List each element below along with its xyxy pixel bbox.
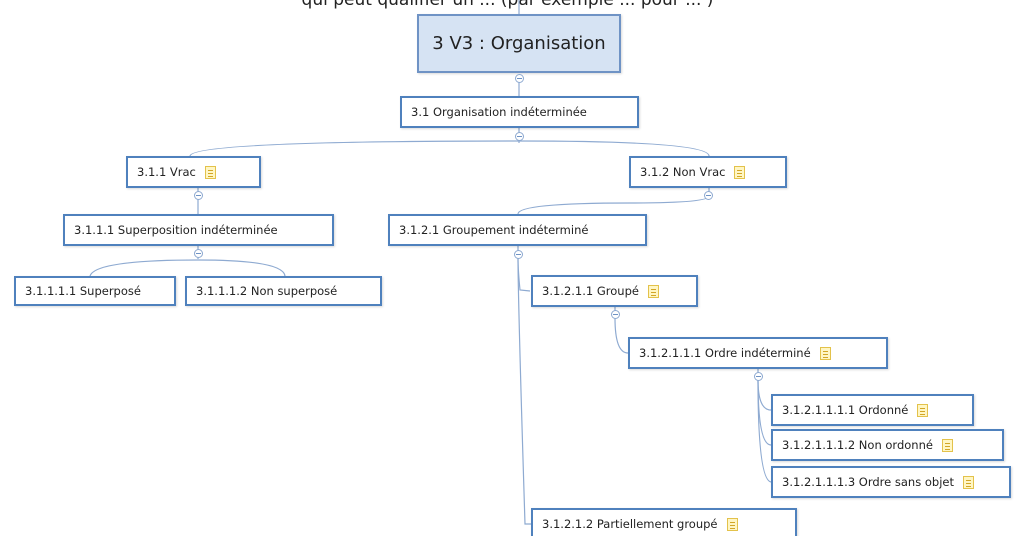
collapse-toggle-icon[interactable] <box>515 132 524 141</box>
node-label: 3.1 Organisation indéterminée <box>411 105 587 119</box>
connector <box>89 259 286 277</box>
node-label: 3.1.2.1.2 Partiellement groupé <box>542 517 718 531</box>
node-label: 3.1.2.1.1.1.1 Ordonné <box>782 403 909 417</box>
node-label: 3.1.2 Non Vrac <box>640 165 726 179</box>
node-3-1-2[interactable]: 3.1.2 Non Vrac <box>629 156 787 188</box>
collapse-toggle-icon[interactable] <box>194 249 203 258</box>
collapse-toggle-icon[interactable] <box>194 191 203 200</box>
header-cut-text: qui peut qualifier un ... (par exemple .… <box>301 0 714 10</box>
node-label: 3.1.1 Vrac <box>137 165 196 179</box>
connector <box>517 257 531 292</box>
node-label: 3.1.2.1.1.1.2 Non ordonné <box>782 438 933 452</box>
node-label: 3.1.2.1 Groupement indéterminé <box>399 223 589 237</box>
note-icon[interactable] <box>917 403 929 417</box>
node-label: 3.1.1.1 Superposition indéterminée <box>74 223 278 237</box>
node-label: 3.1.2.1.1.1 Ordre indéterminé <box>639 346 811 360</box>
connector <box>757 379 772 411</box>
node-label: 3.1.1.1.1 Superposé <box>25 284 141 298</box>
node-3-1-1-1-2[interactable]: 3.1.1.1.2 Non superposé <box>185 276 382 306</box>
collapse-toggle-icon[interactable] <box>515 74 524 83</box>
node-3-1-2-1-1[interactable]: 3.1.2.1.1 Groupé <box>531 275 698 307</box>
node-3-1[interactable]: 3.1 Organisation indéterminée <box>400 96 639 128</box>
clipped-top-text: qui peut qualifier un ... (par exemple .… <box>0 0 1015 13</box>
node-3-1-1-1[interactable]: 3.1.1.1 Superposition indéterminée <box>63 214 334 246</box>
node-3-1-2-1-1-1-3[interactable]: 3.1.2.1.1.1.3 Ordre sans objet <box>771 466 1011 498</box>
note-icon[interactable] <box>734 165 746 179</box>
connector <box>757 379 772 483</box>
node-3-1-2-1[interactable]: 3.1.2.1 Groupement indéterminé <box>388 214 647 246</box>
connector <box>614 317 629 354</box>
note-icon[interactable] <box>647 284 659 298</box>
node-label: 3.1.2.1.1.1.3 Ordre sans objet <box>782 475 954 489</box>
note-icon[interactable] <box>962 475 974 489</box>
node-label: 3.1.1.1.2 Non superposé <box>196 284 338 298</box>
connector <box>517 257 531 525</box>
node-3-1-2-1-1-1[interactable]: 3.1.2.1.1.1 Ordre indéterminé <box>628 337 888 369</box>
connector <box>189 140 710 157</box>
node-3-1-1-1-1[interactable]: 3.1.1.1.1 Superposé <box>14 276 176 306</box>
collapse-toggle-icon[interactable] <box>514 250 523 259</box>
collapse-toggle-icon[interactable] <box>611 310 620 319</box>
note-icon[interactable] <box>726 517 738 531</box>
node-3-1-1[interactable]: 3.1.1 Vrac <box>126 156 261 188</box>
node-3-1-2-1-2[interactable]: 3.1.2.1.2 Partiellement groupé <box>531 508 797 536</box>
note-icon[interactable] <box>819 346 831 360</box>
connector <box>517 195 710 215</box>
note-icon[interactable] <box>941 438 953 452</box>
node-3-1-2-1-1-1-2[interactable]: 3.1.2.1.1.1.2 Non ordonné <box>771 429 1004 461</box>
node-label: 3.1.2.1.1 Groupé <box>542 284 639 298</box>
root-node[interactable]: 3 V3 : Organisation <box>417 14 621 73</box>
node-3-1-2-1-1-1-1[interactable]: 3.1.2.1.1.1.1 Ordonné <box>771 394 974 426</box>
root-label: 3 V3 : Organisation <box>432 33 606 54</box>
collapse-toggle-icon[interactable] <box>754 372 763 381</box>
note-icon[interactable] <box>204 165 216 179</box>
collapse-toggle-icon[interactable] <box>704 191 713 200</box>
